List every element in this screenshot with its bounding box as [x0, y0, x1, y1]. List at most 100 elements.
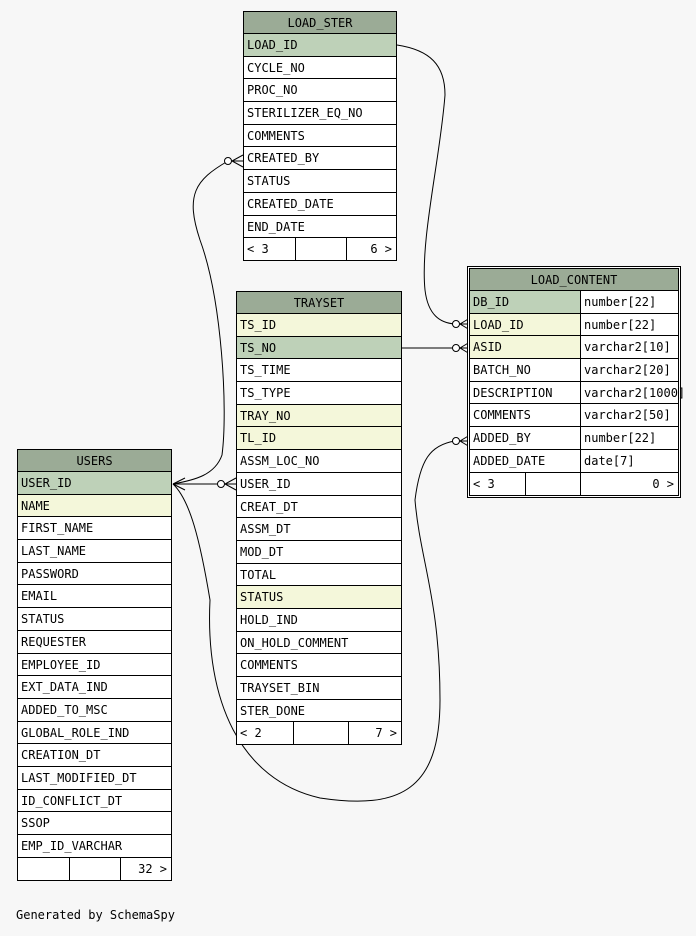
column-row[interactable]: FIRST_NAME	[18, 517, 171, 541]
column-row[interactable]: COMMENTS	[237, 654, 401, 677]
column-row[interactable]: NAME	[18, 494, 171, 518]
column-row[interactable]: LAST_MODIFIED_DT	[18, 767, 171, 790]
column-name: STATUS	[247, 174, 291, 189]
column-row[interactable]: HOLD_IND	[237, 609, 401, 632]
column-row[interactable]: TRAY_NO	[237, 404, 401, 428]
column-name: LAST_NAME	[21, 544, 87, 559]
column-row[interactable]: MOD_DT	[237, 541, 401, 564]
column-row[interactable]: LOAD_ID	[244, 34, 396, 57]
column-row[interactable]: GLOBAL_ROLE_IND	[18, 722, 171, 745]
children-link[interactable]: 32 >	[138, 861, 167, 876]
column-name: LAST_MODIFIED_DT	[21, 770, 137, 785]
column-row[interactable]: TS_ID	[237, 314, 401, 337]
column-row[interactable]: CREATED_BY	[244, 147, 396, 171]
parents-link[interactable]	[18, 857, 70, 880]
table-load-ster[interactable]: LOAD_STER LOAD_ID CYCLE_NO PROC_NO STERILIZ…	[243, 11, 397, 262]
column-name: FIRST_NAME	[21, 521, 94, 536]
column-row[interactable]: EMAIL	[18, 585, 171, 609]
column-row[interactable]: TS_TYPE	[237, 382, 401, 405]
table-footer: < 3 6 >	[244, 238, 396, 261]
column-name: TRAY_NO	[237, 404, 401, 427]
column-name: ON_HOLD_COMMENT	[240, 635, 349, 650]
column-row[interactable]: STATUS	[244, 170, 396, 193]
children-link[interactable]: 7 >	[375, 726, 397, 741]
table-title[interactable]: LOAD_STER	[244, 12, 396, 34]
column-name: TOTAL	[240, 567, 277, 582]
column-row[interactable]: LAST_NAME	[18, 540, 171, 563]
table-title[interactable]: TRAYSET	[237, 292, 401, 314]
column-type: number[22]	[580, 313, 678, 336]
column-row[interactable]: EMPLOYEE_ID	[18, 654, 171, 677]
column-row[interactable]: COMMENTS	[244, 125, 396, 148]
column-name: COMMENTS	[240, 658, 298, 673]
children-link[interactable]: 6 >	[370, 242, 392, 257]
column-name: CREATION_DT	[21, 748, 101, 763]
column-row[interactable]: PASSWORD	[18, 563, 171, 586]
table-title[interactable]: LOAD_CONTENT	[470, 269, 678, 291]
column-row[interactable]: STER_DONE	[237, 700, 401, 723]
parents-link[interactable]: < 3	[244, 238, 296, 261]
column-name: LOAD_ID	[470, 313, 580, 336]
parents-link[interactable]: < 3	[470, 472, 526, 495]
parents-link[interactable]: < 2	[237, 722, 294, 745]
table-title[interactable]: USERS	[18, 450, 171, 472]
column-row[interactable]: TOTAL	[237, 564, 401, 587]
column-row[interactable]: CREATED_DATE	[244, 193, 396, 216]
column-row[interactable]: STATUS	[237, 586, 401, 609]
column-name: ID_CONFLICT_DT	[21, 793, 123, 808]
edge-users-to-load-ster	[172, 160, 229, 485]
column-row[interactable]: USER_ID	[18, 472, 171, 495]
column-name: BATCH_NO	[473, 363, 531, 378]
column-name: LOAD_ID	[244, 34, 396, 56]
column-name: EMAIL	[21, 589, 58, 604]
column-type: varchar2[50]	[580, 404, 678, 427]
column-type: varchar2[1000]	[580, 381, 685, 404]
column-name: PASSWORD	[21, 566, 79, 581]
column-type: date[7]	[580, 449, 678, 472]
column-row[interactable]: EXT_DATA_IND	[18, 676, 171, 699]
column-row[interactable]: CREAT_DT	[237, 496, 401, 519]
column-name: ASSM_DT	[240, 522, 291, 537]
column-row[interactable]: USER_ID	[237, 473, 401, 496]
column-row[interactable]: ON_HOLD_COMMENT	[237, 632, 401, 655]
column-row[interactable]: CYCLE_NO	[244, 57, 396, 80]
column-row[interactable]: END_DATE	[244, 216, 396, 239]
column-row[interactable]: EMP_ID_VARCHAR	[18, 835, 171, 858]
children-link[interactable]: 0 >	[652, 476, 674, 491]
column-name: TS_NO	[237, 336, 401, 359]
column-row[interactable]: TRAYSET_BIN	[237, 677, 401, 700]
column-name: PROC_NO	[247, 83, 298, 98]
column-name: TRAYSET_BIN	[240, 681, 320, 695]
column-type: varchar2[10]	[580, 336, 678, 359]
column-row[interactable]: CREATION_DT	[18, 744, 171, 767]
column-row[interactable]: ASSM_DT	[237, 518, 401, 541]
column-row[interactable]: PROC_NO	[244, 79, 396, 103]
column-row[interactable]: TS_NO	[237, 336, 401, 360]
column-row[interactable]: SSOP	[18, 812, 171, 835]
column-row[interactable]: ADDED_TO_MSC	[18, 699, 171, 722]
column-type: number[22]	[580, 291, 678, 313]
column-row[interactable]: ID_CONFLICT_DT	[18, 790, 171, 813]
column-name: STATUS	[237, 586, 401, 608]
column-name: CYCLE_NO	[247, 60, 305, 75]
column-row[interactable]: STATUS	[18, 608, 171, 631]
column-row[interactable]: TS_TIME	[237, 359, 401, 383]
column-name: COMMENTS	[247, 128, 305, 143]
column-row[interactable]: REQUESTER	[18, 631, 171, 654]
column-row[interactable]: ASSM_LOC_NO	[237, 450, 401, 473]
column-row[interactable]: DESCRIPTION varchar2[1000]	[470, 381, 685, 405]
column-row[interactable]: STERILIZER_EQ_NO	[244, 102, 396, 125]
column-row[interactable]: TL_ID	[237, 427, 401, 451]
column-name: DESCRIPTION	[473, 385, 553, 400]
column-name: GLOBAL_ROLE_IND	[21, 725, 130, 740]
